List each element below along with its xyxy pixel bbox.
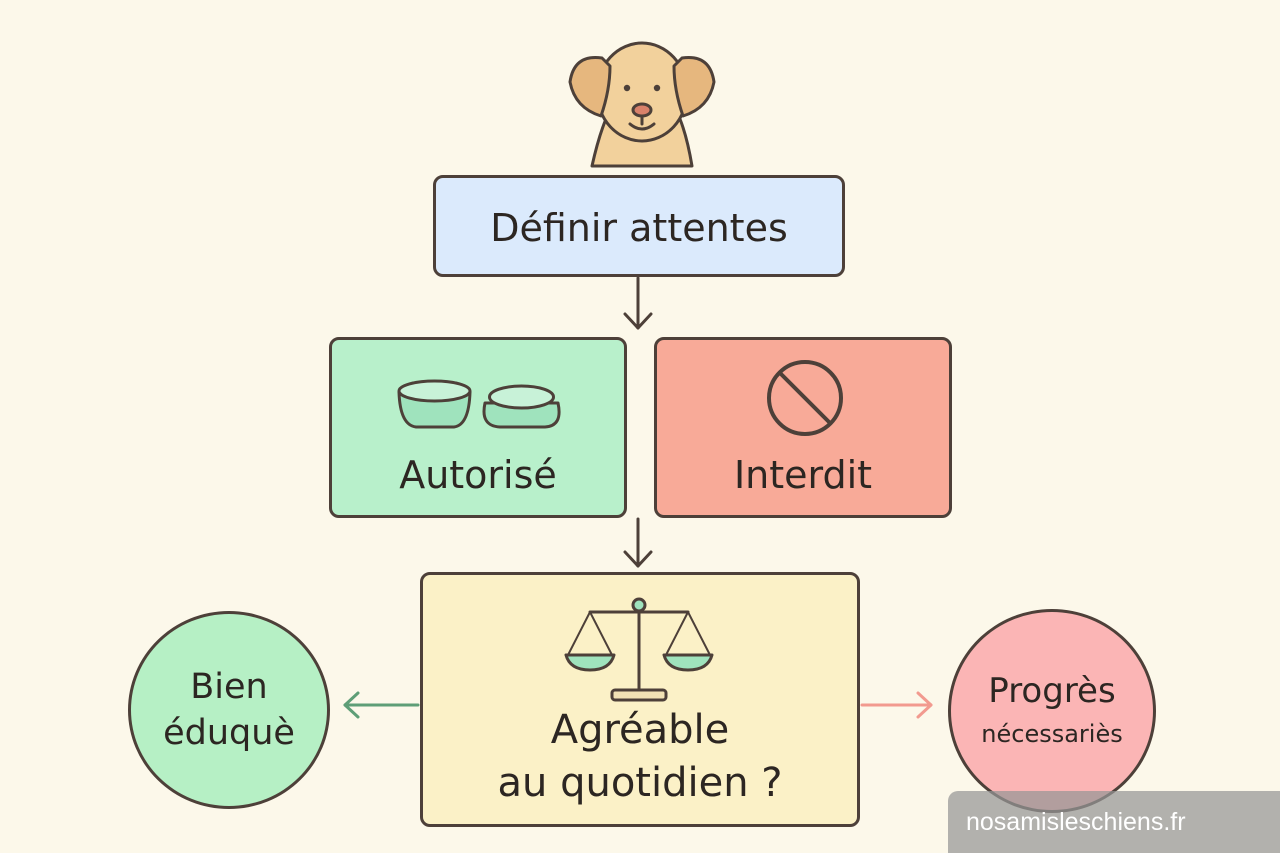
- progress-needed-circle: Progrès nécessariès: [948, 609, 1156, 813]
- define-expectations-box: Définir attentes: [433, 175, 845, 277]
- progress-needed-line-1: Progrès: [988, 671, 1116, 711]
- forbidden-box: Interdit: [654, 337, 952, 518]
- question-line-2: au quotidien ?: [497, 760, 783, 806]
- arrow-left-good: [343, 691, 420, 719]
- well-trained-line-2: éduquè: [163, 713, 295, 753]
- arrow-down-2: [623, 517, 653, 568]
- question-line-1: Agréable: [550, 707, 730, 753]
- arrow-right-progress: [860, 691, 933, 719]
- daily-pleasant-question-box: Agréable au quotidien ?: [420, 572, 860, 827]
- arrow-down-1: [623, 276, 653, 330]
- watermark-text: nosamisleschiens.fr: [966, 807, 1186, 836]
- dog-face-icon: [568, 41, 716, 168]
- progress-needed-line-2: nécessariès: [981, 720, 1123, 748]
- well-trained-line-1: Bien: [190, 667, 268, 707]
- well-trained-circle: Bien éduquè: [128, 611, 330, 809]
- allowed-label: Autorisé: [399, 453, 557, 497]
- allowed-box: Autorisé: [329, 337, 627, 518]
- forbidden-label: Interdit: [733, 453, 873, 497]
- define-expectations-label: Définir attentes: [490, 206, 788, 250]
- site-watermark[interactable]: nosamisleschiens.fr: [948, 791, 1280, 853]
